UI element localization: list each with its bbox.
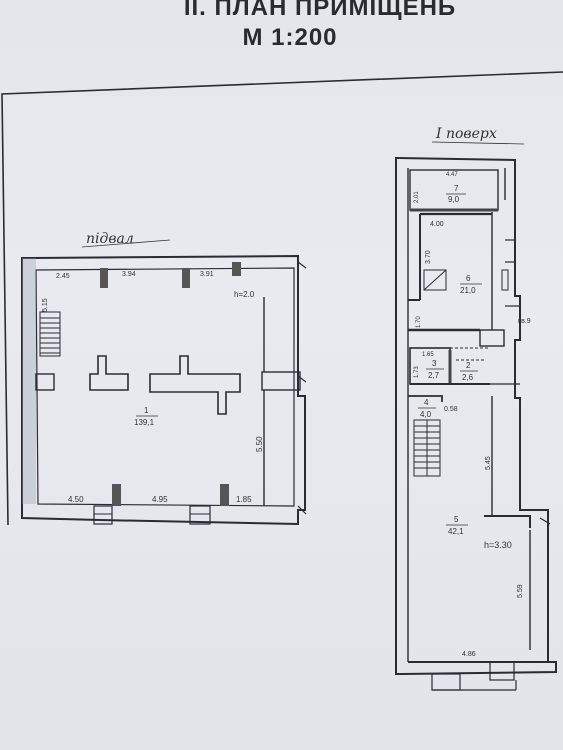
room-7-area: 9,0	[448, 195, 460, 204]
basement-dim-bottom-3: 1.85	[236, 495, 252, 504]
first-floor-height: h=3.30	[484, 540, 512, 550]
entrance-apartment-label: кв.9	[518, 318, 531, 325]
drawing-frame	[1, 71, 563, 526]
basement-outer-wall	[21, 254, 306, 526]
dim-r5-lower: 5.59	[517, 584, 524, 598]
basement-column-left	[89, 355, 129, 391]
room-5-number: 5	[454, 515, 459, 524]
room-4-number: 4	[424, 398, 429, 407]
room-6-area: 21,0	[460, 286, 476, 295]
dim-r6-left: 3.70	[425, 250, 432, 264]
basement-label: підвал	[86, 231, 134, 247]
dim-r3-left: 1.73	[414, 366, 420, 378]
dim-r7-top: 4.47	[446, 172, 458, 178]
room-4-area: 4,0	[420, 410, 432, 419]
room-3-number: 3	[432, 359, 437, 368]
first-floor-outer-wall	[395, 157, 557, 675]
basement-pier-2	[182, 268, 190, 288]
basement-dim-bottom-1: 4.50	[68, 495, 84, 504]
basement-room-area: 139,1	[134, 418, 155, 427]
room-3-area: 2,7	[428, 371, 440, 380]
dim-r7-left: 2.01	[414, 191, 420, 203]
room-6-number: 6	[466, 274, 471, 283]
basement-dim-top-2: 3.94	[122, 271, 136, 278]
first-floor-stairs	[413, 419, 441, 477]
basement-dim-bottom-2: 4.95	[152, 495, 168, 504]
dim-r4-right: 0.58	[444, 406, 458, 413]
basement-window-pit-1	[93, 505, 113, 525]
dim-r6-top: 4.00	[430, 221, 444, 228]
dim-r3-top: 1.65	[422, 352, 434, 358]
entrance-porch-left	[431, 673, 461, 691]
basement-dim-top-1: 2.45	[56, 273, 70, 280]
plan-title: II. ПЛАН ПРИМІЩЕНЬ	[183, 0, 457, 21]
dim-r5-mid: 5.45	[485, 456, 492, 470]
entrance-porch-right	[489, 661, 515, 681]
basement-pier-1	[100, 268, 108, 288]
dim-bottom: 4.86	[462, 651, 476, 658]
room-2-area: 2,6	[462, 373, 474, 382]
basement-window-pit-2	[189, 505, 211, 525]
first-floor-label: I поверх	[435, 126, 497, 142]
basement-height: h=2.0	[234, 290, 255, 299]
basement-pier-3	[232, 262, 241, 276]
basement-dim-left: 5.15	[42, 298, 49, 312]
room-5-area: 42,1	[448, 527, 464, 536]
basement-inner-wall	[35, 267, 295, 507]
basement-column-right	[149, 355, 241, 415]
basement-room-number: 1	[144, 406, 149, 415]
dim-r6-left2: 1.70	[416, 316, 422, 328]
room-2-number: 2	[466, 361, 471, 370]
basement-stairs	[39, 311, 61, 357]
plan-scale: М 1:200	[242, 24, 338, 51]
first-floor-plan	[395, 157, 557, 691]
basement-dim-top-3: 3.91	[200, 271, 214, 278]
basement-plan	[21, 254, 307, 526]
basement-dim-right: 5.50	[255, 436, 264, 452]
room-7-number: 7	[454, 184, 459, 193]
